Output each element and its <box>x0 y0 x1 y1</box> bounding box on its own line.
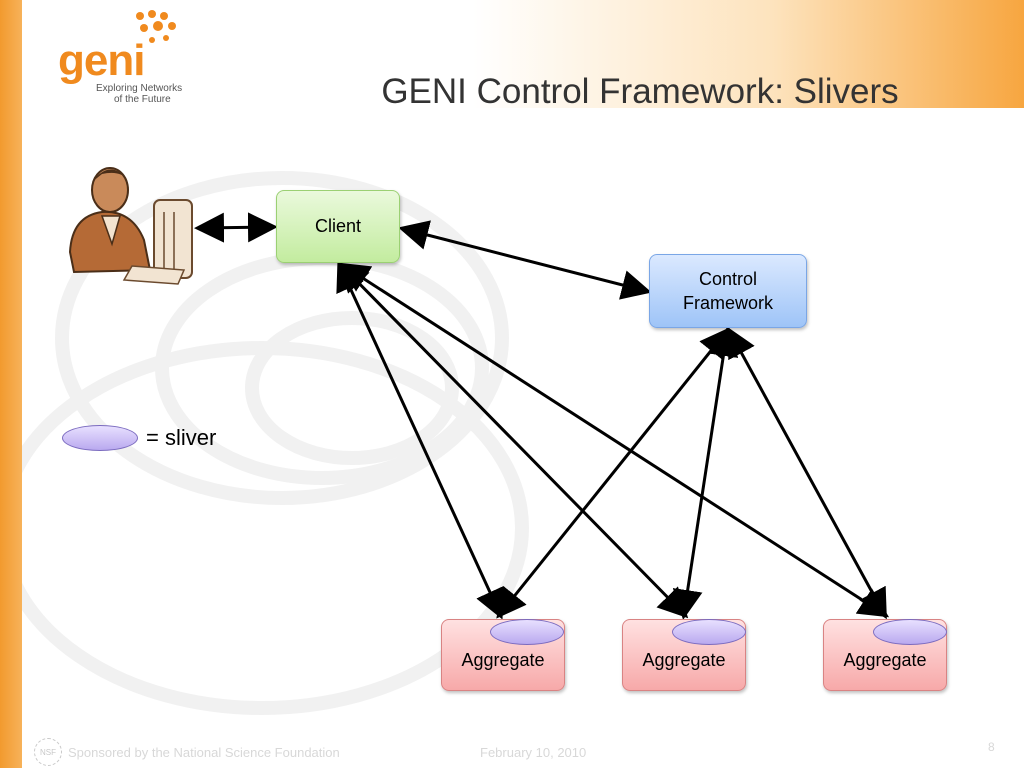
geni-logo-dots <box>132 8 182 55</box>
logo-tagline-line-1: Exploring Networks <box>96 83 183 94</box>
arrow-client-agg2 <box>337 261 689 619</box>
client-label: Client <box>314 216 362 236</box>
arrow-cf-agg2 <box>672 326 739 620</box>
aggregate-label: Aggregate <box>843 649 927 670</box>
legend-label: = sliver <box>146 425 217 450</box>
footer-date: February 10, 2010 <box>480 745 587 760</box>
nsf-logo-text: NSF <box>40 747 56 757</box>
geni-logo-word: geni <box>58 36 145 85</box>
footer-sponsor: Sponsored by the National Science Founda… <box>68 745 340 760</box>
arrow-cf-agg3 <box>727 326 887 620</box>
slide-title: GENI Control Framework: Slivers <box>381 72 899 111</box>
sliver-aggregate-1 <box>490 619 564 645</box>
aggregate-label: Aggregate <box>642 649 726 670</box>
sliver-aggregate-3 <box>873 619 947 645</box>
control-framework-label-line-1: Control <box>698 269 757 289</box>
arrow-client-cf <box>398 220 652 300</box>
control-framework-label-line-2: Framework <box>682 293 773 313</box>
left-accent-bar <box>0 0 22 768</box>
arrow-user-client <box>194 212 278 243</box>
sliver-aggregate-2 <box>672 619 746 645</box>
page-number: 8 <box>988 740 995 754</box>
control-framework-node: Control Framework <box>649 254 807 328</box>
logo-tagline-line-2: of the Future <box>114 94 171 105</box>
client-node: Client <box>276 190 400 263</box>
legend-sliver-icon <box>62 425 138 451</box>
arrow-client-agg1 <box>336 260 504 620</box>
geni-logo-tagline: Exploring Networks of the Future <box>96 83 206 105</box>
arrow-cf-agg1 <box>496 327 730 619</box>
header-band <box>22 0 1024 108</box>
nsf-logo-icon: NSF <box>34 738 62 766</box>
user-at-computer-icon <box>62 160 197 293</box>
aggregate-label: Aggregate <box>461 649 545 670</box>
